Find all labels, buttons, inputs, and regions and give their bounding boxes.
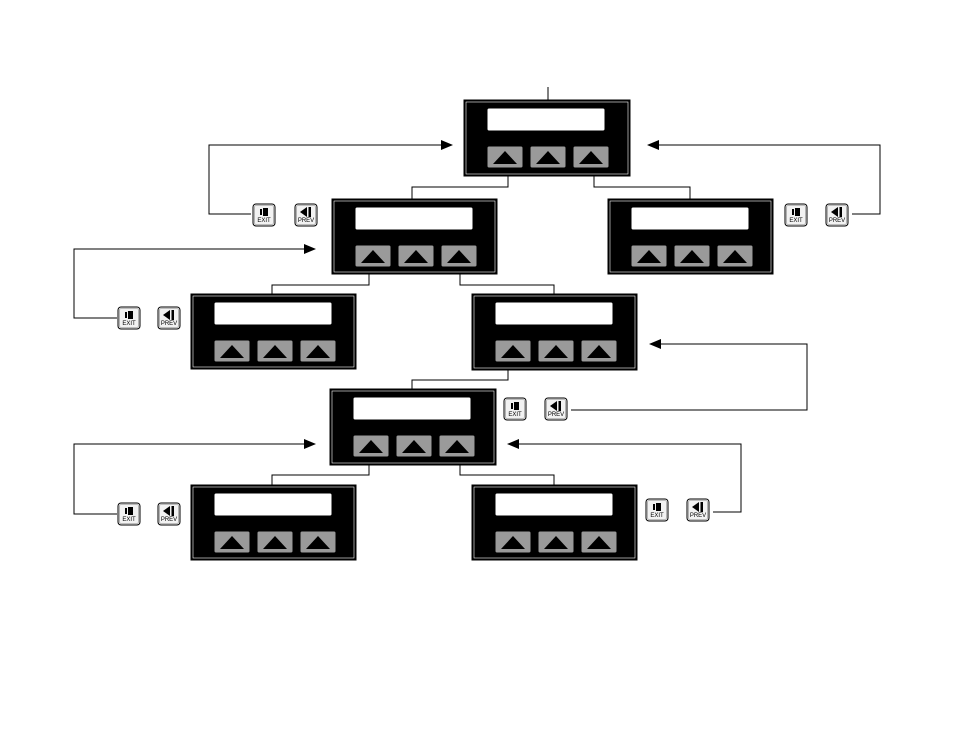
exit-prev-key-pair: EXIT PREV <box>253 204 317 226</box>
exit-key-label: EXIT <box>650 513 664 519</box>
prev-key[interactable]: PREV <box>295 204 317 226</box>
exit-key-label: EXIT <box>122 517 136 523</box>
exit-key-label: EXIT <box>257 218 271 224</box>
lcd-screen <box>487 108 605 131</box>
tree-connector <box>272 274 369 294</box>
prev-key-label: PREV <box>690 513 706 519</box>
prev-key[interactable]: PREV <box>158 503 180 525</box>
door-exit-icon <box>260 208 268 216</box>
softkey-3[interactable] <box>439 435 475 457</box>
softkey-3[interactable] <box>717 245 753 267</box>
softkey-1[interactable] <box>495 340 531 362</box>
display-panel-level5-left <box>191 485 356 560</box>
display-panel-level2-left <box>332 199 497 274</box>
exit-key[interactable]: EXIT <box>253 204 275 226</box>
softkey-2[interactable] <box>538 531 574 553</box>
exit-key[interactable]: EXIT <box>646 499 668 521</box>
prev-key[interactable]: PREV <box>687 499 709 521</box>
door-exit-icon <box>792 208 800 216</box>
prev-key-label: PREV <box>161 321 177 327</box>
softkey-2[interactable] <box>530 146 566 168</box>
exit-prev-key-pair: EXIT PREV <box>118 307 180 329</box>
prev-key[interactable]: PREV <box>158 307 180 329</box>
lcd-screen <box>631 207 749 230</box>
tree-connector <box>460 274 554 294</box>
display-panels <box>191 100 773 560</box>
prev-key-label: PREV <box>298 218 314 224</box>
tree-connector <box>272 465 369 485</box>
softkey-1[interactable] <box>631 245 667 267</box>
exit-key[interactable]: EXIT <box>118 503 140 525</box>
softkey-1[interactable] <box>214 531 250 553</box>
softkey-3[interactable] <box>573 146 609 168</box>
exit-prev-key-pair: EXIT PREV <box>118 503 180 525</box>
softkey-1[interactable] <box>214 340 250 362</box>
door-exit-icon <box>511 402 519 410</box>
display-panel-level2-right <box>608 199 773 274</box>
softkey-2[interactable] <box>398 245 434 267</box>
softkey-2[interactable] <box>538 340 574 362</box>
tree-connector <box>412 176 508 199</box>
softkey-1[interactable] <box>355 245 391 267</box>
display-panel-level3-right <box>472 294 637 370</box>
exit-key-label: EXIT <box>789 218 803 224</box>
tree-connector <box>412 370 508 389</box>
softkey-3[interactable] <box>581 531 617 553</box>
prev-key-label: PREV <box>548 412 564 418</box>
door-exit-icon <box>653 503 661 511</box>
softkey-3[interactable] <box>441 245 477 267</box>
softkey-2[interactable] <box>257 340 293 362</box>
door-exit-icon <box>125 507 133 515</box>
exit-key[interactable]: EXIT <box>118 307 140 329</box>
exit-key-label: EXIT <box>122 321 136 327</box>
prev-key-label: PREV <box>161 517 177 523</box>
softkey-1[interactable] <box>353 435 389 457</box>
prev-key[interactable]: PREV <box>826 204 848 226</box>
softkey-2[interactable] <box>257 531 293 553</box>
exit-prev-key-pair: EXIT PREV <box>785 204 848 226</box>
lcd-screen <box>355 207 473 230</box>
lcd-screen <box>214 302 332 325</box>
tree-connector <box>594 176 690 199</box>
exit-prev-key-pair: EXIT PREV <box>646 499 709 521</box>
lcd-screen <box>353 397 471 420</box>
softkey-3[interactable] <box>300 340 336 362</box>
display-panel-top <box>464 100 630 176</box>
prev-key[interactable]: PREV <box>545 398 567 420</box>
softkey-1[interactable] <box>495 531 531 553</box>
prev-key-label: PREV <box>829 218 845 224</box>
softkey-2[interactable] <box>396 435 432 457</box>
lcd-screen <box>495 302 613 325</box>
softkey-3[interactable] <box>581 340 617 362</box>
display-panel-level3-left <box>191 294 356 369</box>
softkey-2[interactable] <box>674 245 710 267</box>
tree-connector <box>460 465 554 485</box>
exit-key[interactable]: EXIT <box>504 398 526 420</box>
exit-key[interactable]: EXIT <box>785 204 807 226</box>
door-exit-icon <box>125 311 133 319</box>
softkey-3[interactable] <box>300 531 336 553</box>
exit-prev-key-pair: EXIT PREV <box>504 398 567 420</box>
lcd-screen <box>214 493 332 516</box>
display-panel-level5-right <box>472 485 637 560</box>
lcd-screen <box>495 493 613 516</box>
display-panel-level4 <box>330 389 496 465</box>
exit-key-label: EXIT <box>508 412 522 418</box>
softkey-1[interactable] <box>487 146 523 168</box>
